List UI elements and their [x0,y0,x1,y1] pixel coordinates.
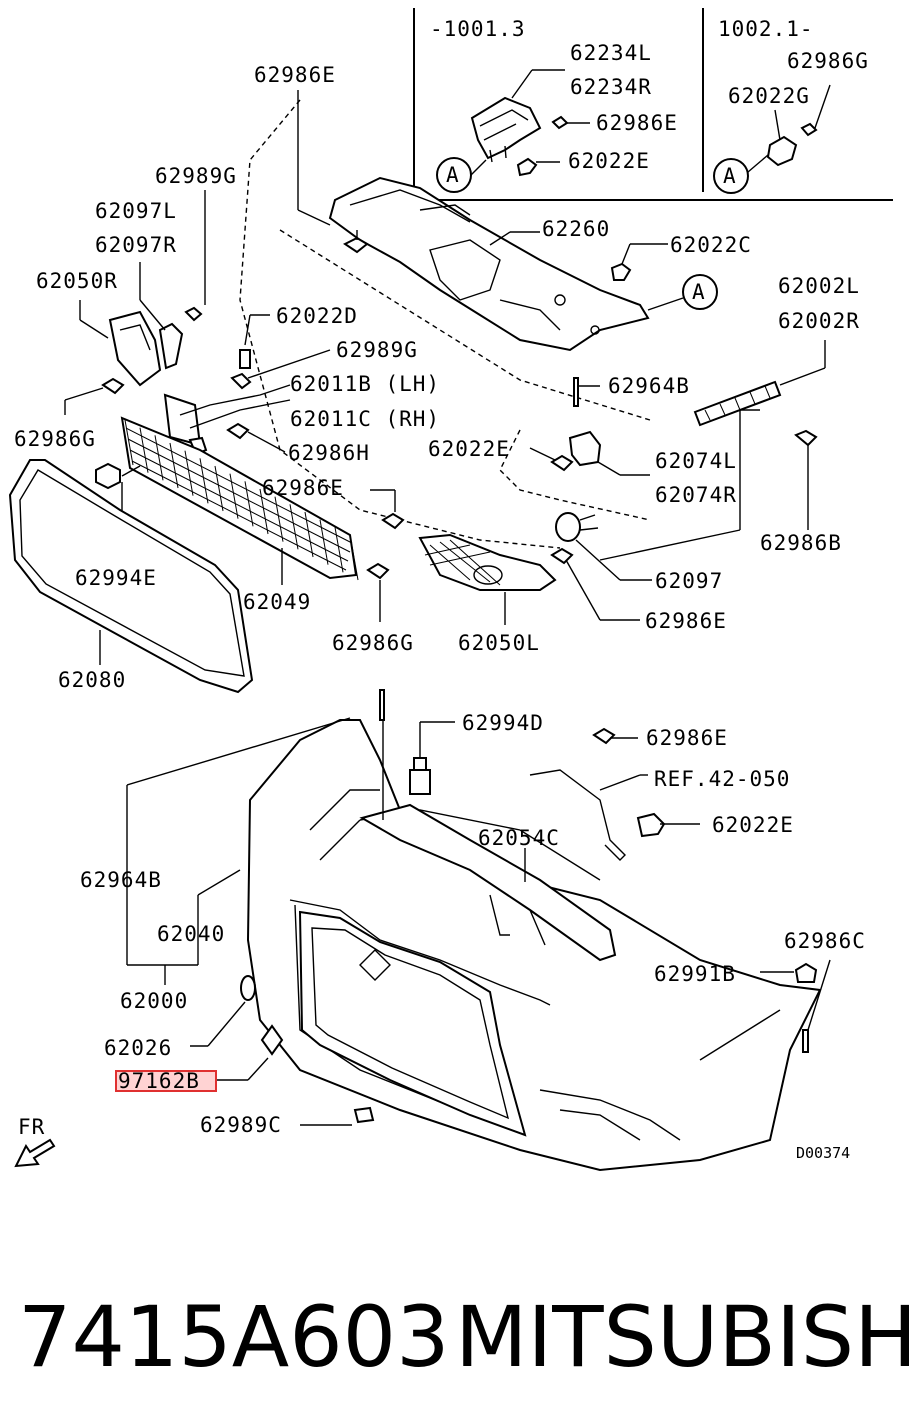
label-62964b-a[interactable]: 62964B [608,374,690,398]
footer-brand: MITSUBISHI [455,1288,909,1386]
inset-frame [413,8,893,201]
foglamp-cover-62050l-drawing [366,489,640,625]
label-62000[interactable]: 62000 [120,989,188,1013]
label-ref-42-050[interactable]: REF.42-050 [654,767,790,791]
bumper-62040-drawing [126,689,831,1172]
label-62986e-top[interactable]: 62986E [254,63,336,87]
label-62234l[interactable]: 62234L [570,41,652,65]
label-62054c[interactable]: 62054C [478,826,560,850]
callout-a-left: A [446,163,460,187]
inset-left-range: -1001.3 [430,17,526,41]
front-arrow-icon [14,1138,56,1168]
label-62097r[interactable]: 62097R [95,233,177,257]
footer-part-number: 7415A603 [18,1288,450,1386]
frame-62080-drawing [8,459,254,694]
label-62986g-inset[interactable]: 62986G [787,49,869,73]
label-62994e[interactable]: 62994E [75,566,157,590]
label-97162b[interactable]: 97162B [118,1069,200,1093]
label-62022e-b[interactable]: 62022E [712,813,794,837]
label-62002l[interactable]: 62002L [778,274,860,298]
label-62986g-a[interactable]: 62986G [14,427,96,451]
label-62234r[interactable]: 62234R [570,75,652,99]
bracket-62050r-drawing [64,190,331,456]
callout-a-right: A [723,164,737,188]
label-62074r[interactable]: 62074R [655,483,737,507]
label-62026[interactable]: 62026 [104,1036,172,1060]
label-62022g[interactable]: 62022G [728,84,810,108]
label-62989g-b[interactable]: 62989G [336,338,418,362]
label-62050r[interactable]: 62050R [36,269,118,293]
grille-mesh-line [129,449,349,562]
label-62074l[interactable]: 62074L [655,449,737,473]
grille-mesh-line [127,438,351,553]
drawing-number: D00374 [796,1144,850,1162]
highlight-97162b [115,1070,217,1092]
label-62002r[interactable]: 62002R [778,309,860,333]
label-62986e-inset[interactable]: 62986E [596,111,678,135]
label-62260[interactable]: 62260 [542,217,610,241]
label-fr: FR [18,1115,45,1139]
grille-mesh-line [125,427,353,544]
label-62097l[interactable]: 62097L [95,199,177,223]
label-62049[interactable]: 62049 [243,590,311,614]
label-62986h[interactable]: 62986H [288,441,370,465]
label-62022e-a[interactable]: 62022E [428,437,510,461]
label-62986c[interactable]: 62986C [784,929,866,953]
callout-a-main: A [692,280,706,304]
label-62022d[interactable]: 62022D [276,304,358,328]
grille-mesh-line [124,419,134,466]
label-62986b[interactable]: 62986B [760,531,842,555]
label-62011b[interactable]: 62011B (LH) [290,372,440,396]
label-62022e-inset[interactable]: 62022E [568,149,650,173]
grille-mesh-line [154,435,164,481]
grille-62049-drawing [95,416,359,585]
right-brackets-drawing [529,340,826,581]
label-62986e-b[interactable]: 62986E [645,609,727,633]
label-62989g-a[interactable]: 62989G [155,164,237,188]
label-62080[interactable]: 62080 [58,668,126,692]
label-62040[interactable]: 62040 [157,922,225,946]
inset-right-range: 1002.1- [718,17,814,41]
upper-cover-62260-drawing [239,90,718,549]
label-62097[interactable]: 62097 [655,569,723,593]
label-62991b[interactable]: 62991B [654,962,736,986]
label-62989c[interactable]: 62989C [200,1113,282,1137]
label-62986e-c[interactable]: 62986E [646,726,728,750]
label-62964b-b[interactable]: 62964B [80,868,162,892]
label-62986e-mid[interactable]: 62986E [262,476,344,500]
label-62994d[interactable]: 62994D [462,711,544,735]
label-62022c[interactable]: 62022C [670,233,752,257]
grille-mesh-line [139,427,149,473]
bracket-62234-drawing [436,69,590,193]
label-62011c[interactable]: 62011C (RH) [290,407,440,431]
grille-mesh-line [169,442,179,489]
clip-62022g-drawing [713,84,831,194]
label-62986g-b[interactable]: 62986G [332,631,414,655]
label-62050l[interactable]: 62050L [458,631,540,655]
grille-mesh-line [131,460,347,571]
